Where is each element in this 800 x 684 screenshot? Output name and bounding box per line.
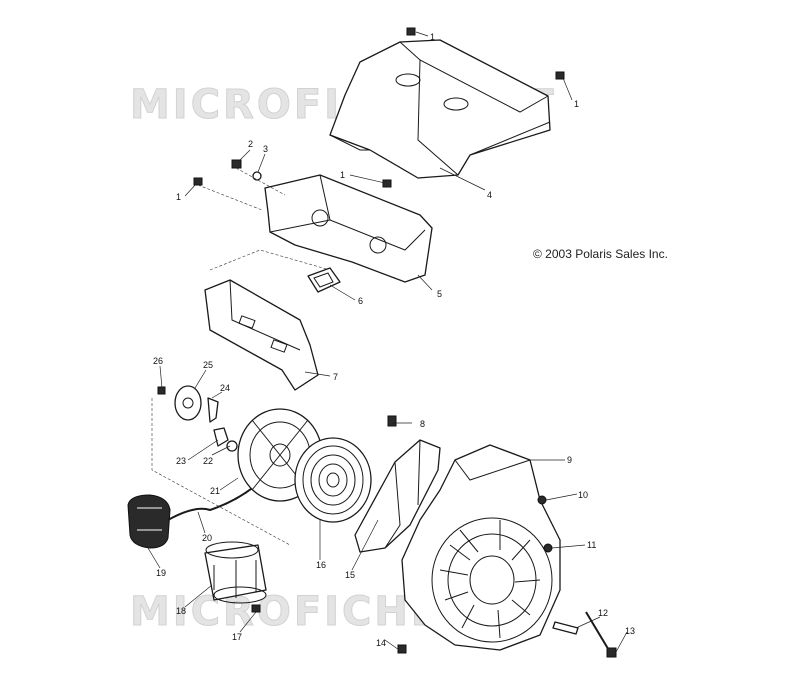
screw-part — [585, 611, 617, 658]
callout-22: 22 — [203, 456, 213, 466]
callout-6: 6 — [358, 296, 363, 306]
callout-9: 9 — [567, 455, 572, 465]
callout-7: 7 — [333, 372, 338, 382]
callout-8: 8 — [420, 419, 425, 429]
callout-16: 16 — [316, 560, 326, 570]
bolt-part — [193, 27, 565, 211]
recoil-housing-part — [397, 444, 561, 654]
starter-handle-part — [127, 494, 171, 549]
callout-17: 17 — [232, 632, 242, 642]
copyright-text: © 2003 Polaris Sales Inc. — [533, 247, 668, 261]
callout-labels: 1 1 1 1 2 3 4 5 6 7 8 9 10 11 12 13 14 1… — [153, 32, 635, 648]
callout-3: 3 — [263, 144, 268, 154]
callout-13: 13 — [625, 626, 635, 636]
callout-19: 19 — [156, 568, 166, 578]
callout-1b: 1 — [574, 99, 579, 109]
recoil-spring-part — [294, 437, 372, 523]
heat-shield-part — [209, 174, 433, 283]
leader-lines — [147, 31, 628, 653]
callout-20: 20 — [202, 533, 212, 543]
callout-14: 14 — [376, 638, 386, 648]
callout-23: 23 — [176, 456, 186, 466]
callout-12: 12 — [598, 608, 608, 618]
callout-10: 10 — [578, 490, 588, 500]
pawl-part — [151, 397, 291, 546]
starter-cup-part — [204, 541, 267, 613]
callout-5: 5 — [437, 289, 442, 299]
friction-plate-part — [157, 385, 202, 421]
callout-11: 11 — [587, 540, 596, 550]
callout-21: 21 — [210, 486, 220, 496]
callout-26: 26 — [153, 356, 163, 366]
callout-15: 15 — [345, 570, 355, 580]
top-cover-part — [329, 39, 551, 179]
gasket-part — [307, 267, 341, 293]
callout-1d: 1 — [176, 192, 181, 202]
callout-24: 24 — [220, 383, 230, 393]
callout-25: 25 — [203, 360, 213, 370]
starter-rope-part — [167, 479, 263, 521]
bracket-part — [204, 279, 319, 391]
callout-1a: 1 — [430, 32, 435, 42]
callout-1c: 1 — [340, 170, 345, 180]
callout-2: 2 — [248, 139, 253, 149]
callout-4: 4 — [487, 190, 492, 200]
rope-guide-part — [552, 621, 579, 635]
callout-18: 18 — [176, 606, 186, 616]
